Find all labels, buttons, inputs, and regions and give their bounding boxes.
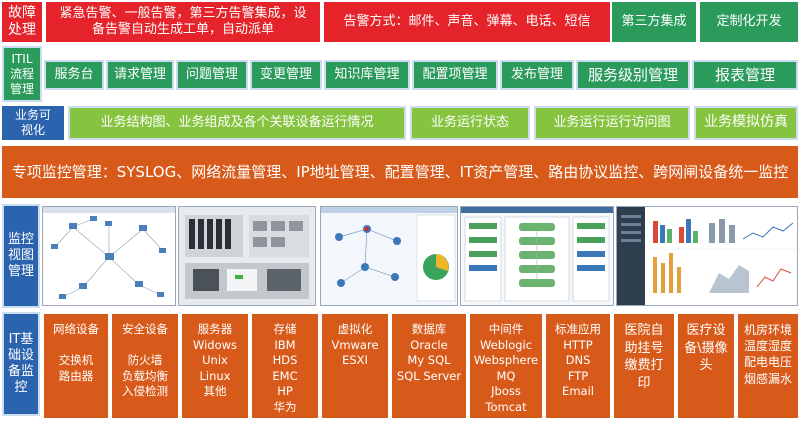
special-monitoring-block: 专项监控管理：SYSLOG、网络流量管理、IP地址管理、配置管理、IT资产管理、… [2,146,798,198]
monitor-view-label: 监控 视图 管理 [2,204,40,308]
it-storage: 存储 IBM HDS EMC HP 华为 [252,314,318,418]
itil-service-desk: 服务台 [44,60,104,90]
biz-viz-label: 业务可 视化 [2,106,64,140]
third-party-integration-block: 第三方集成 [612,2,696,42]
itil-release-mgmt: 发布管理 [500,60,574,90]
datacenter-3d-thumbnail [178,206,316,306]
fault-handling-label: 故障 处理 [2,2,42,42]
it-medical-cameras: 医疗设 备\摄像 头 [678,314,734,418]
it-servers: 服务器 Widows Unix Linux 其他 [182,314,248,418]
it-infra-label: IT基 础设 备监 控 [2,312,40,416]
biz-simulation-block: 业务模拟仿真 [694,106,798,140]
it-network-devices: 网络设备 交换机 路由器 [44,314,108,418]
dashboard-charts-thumbnail [616,206,798,306]
topology-view-thumbnail [42,206,176,306]
itil-problem-mgmt: 问题管理 [176,60,248,90]
it-hospital-kiosks: 医院自 助挂号 缴费打 印 [614,314,674,418]
biz-structure-block: 业务结构图、业务组成及各个关联设备运行情况 [68,106,406,140]
biz-access-map-block: 业务运行运行访问图 [534,106,690,140]
it-middleware: 中间件 Weblogic Websphere MQ Jboss Tomcat [470,314,542,418]
it-security-devices: 安全设备 防火墙 负载均衡 入侵检测 [112,314,178,418]
itil-request-mgmt: 请求管理 [106,60,174,90]
itil-change-mgmt: 变更管理 [250,60,322,90]
it-room-environment: 机房环境 温度湿度 配电电压 烟感漏水 [738,314,798,418]
business-topology-thumbnail [320,206,458,306]
alarm-methods-block: 告警方式：邮件、声音、弹幕、电话、短信 [324,2,610,42]
it-databases: 数据库 Oracle My SQL SQL Server [392,314,466,418]
it-standard-apps: 标准应用 HTTP DNS FTP Email [546,314,610,418]
itil-service-level-mgmt: 服务级别管理 [576,60,690,90]
itil-config-item-mgmt: 配置项管理 [412,60,498,90]
alarm-types-block: 紧急告警、一般告警，第三方告警集成，设备告警自动生成工单，自动派单 [46,2,320,42]
custom-development-block: 定制化开发 [700,2,798,42]
biz-run-status-block: 业务运行状态 [410,106,530,140]
itil-report-mgmt: 报表管理 [692,60,798,90]
itil-knowledge-mgmt: 知识库管理 [324,60,410,90]
itil-label: ITIL 流程 管理 [2,46,42,102]
it-virtualization: 虚拟化 Vmware ESXI [322,314,388,418]
service-status-thumbnail [460,206,614,306]
